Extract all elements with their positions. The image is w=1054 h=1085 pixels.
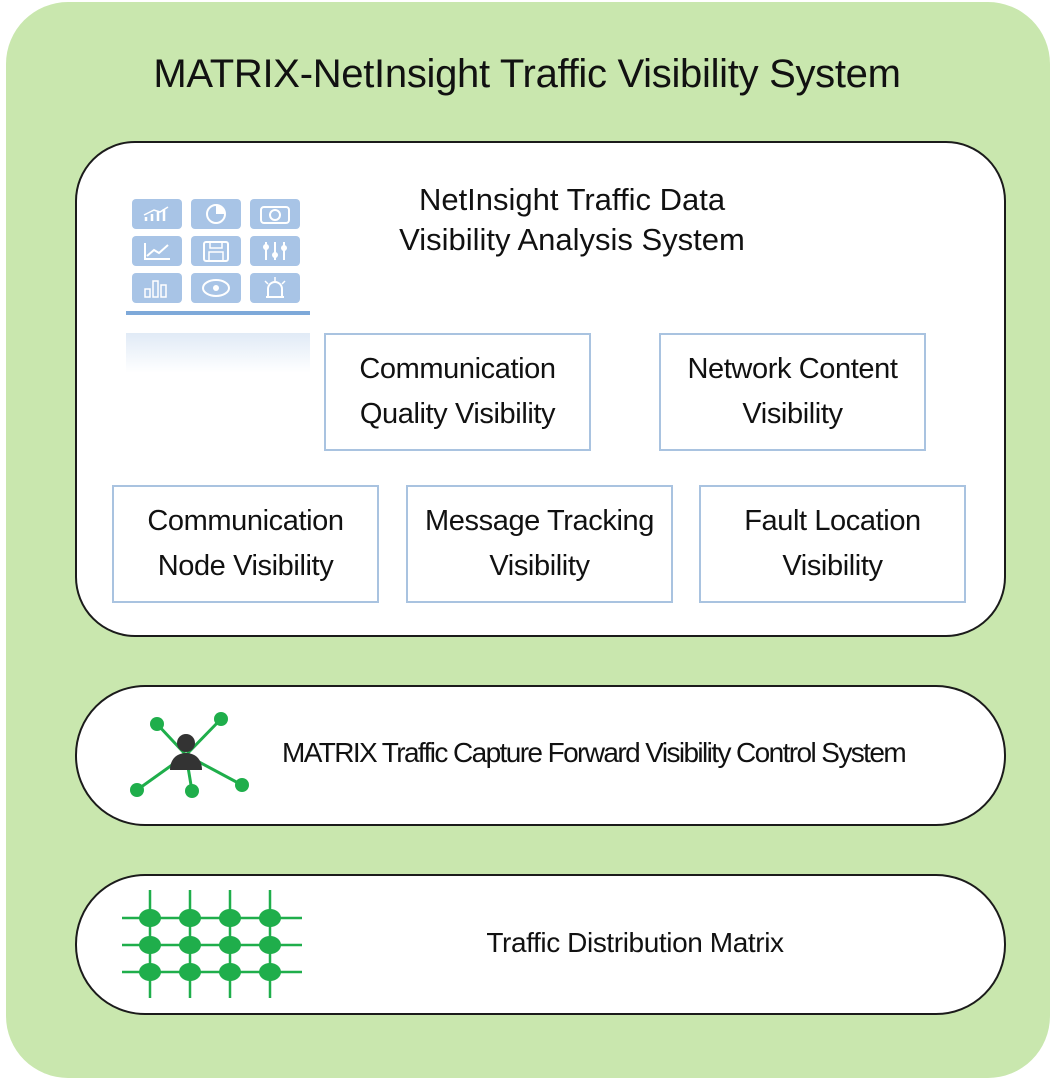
module-label-line1: Communication: [147, 505, 344, 537]
module-label-line2: Quality Visibility: [359, 398, 556, 430]
control-system-panel: [75, 685, 1006, 826]
module-label-line2: Node Visibility: [157, 550, 334, 582]
module-label-line2: Visibility: [489, 550, 590, 582]
module-label-line1: Message Tracking: [425, 505, 654, 537]
module-label-line1: Fault Location: [744, 505, 921, 537]
module-label-line1: Communication: [359, 353, 556, 385]
fault-location-visibility-box: Fault Location Visibility: [699, 485, 966, 603]
pie-chart-icon: [191, 199, 241, 229]
analysis-title-line1: NetInsight Traffic Data: [418, 182, 726, 217]
page-title: MATRIX-NetInsight Traffic Visibility Sys…: [153, 52, 901, 96]
sliders-icon: [250, 236, 300, 266]
network-user-icon: [130, 712, 249, 798]
module-label-line2: Visibility: [742, 398, 843, 430]
communication-quality-visibility-box: Communication Quality Visibility: [324, 333, 591, 451]
module-label-line2: Visibility: [782, 550, 883, 582]
dashboard-icons: [126, 199, 310, 373]
camera-icon: [250, 199, 300, 229]
eye-icon: [191, 273, 241, 303]
distribution-matrix-label: Traffic Distribution Matrix: [486, 927, 784, 958]
save-icon: [191, 236, 241, 266]
column-chart-icon: [132, 273, 182, 303]
analysis-title-line2: Visibility Analysis System: [399, 222, 745, 257]
bar-chart-icon: [132, 199, 182, 229]
module-label-line1: Network Content: [687, 353, 898, 385]
network-content-visibility-box: Network Content Visibility: [659, 333, 926, 451]
alarm-icon: [250, 273, 300, 303]
line-chart-icon: [132, 236, 182, 266]
node-grid-icon: [122, 890, 302, 998]
message-tracking-visibility-box: Message Tracking Visibility: [406, 485, 673, 603]
control-system-label: MATRIX Traffic Capture Forward Visibilit…: [282, 737, 907, 768]
analysis-system-title: NetInsight Traffic Data Visibility Analy…: [392, 180, 752, 260]
communication-node-visibility-box: Communication Node Visibility: [112, 485, 379, 603]
